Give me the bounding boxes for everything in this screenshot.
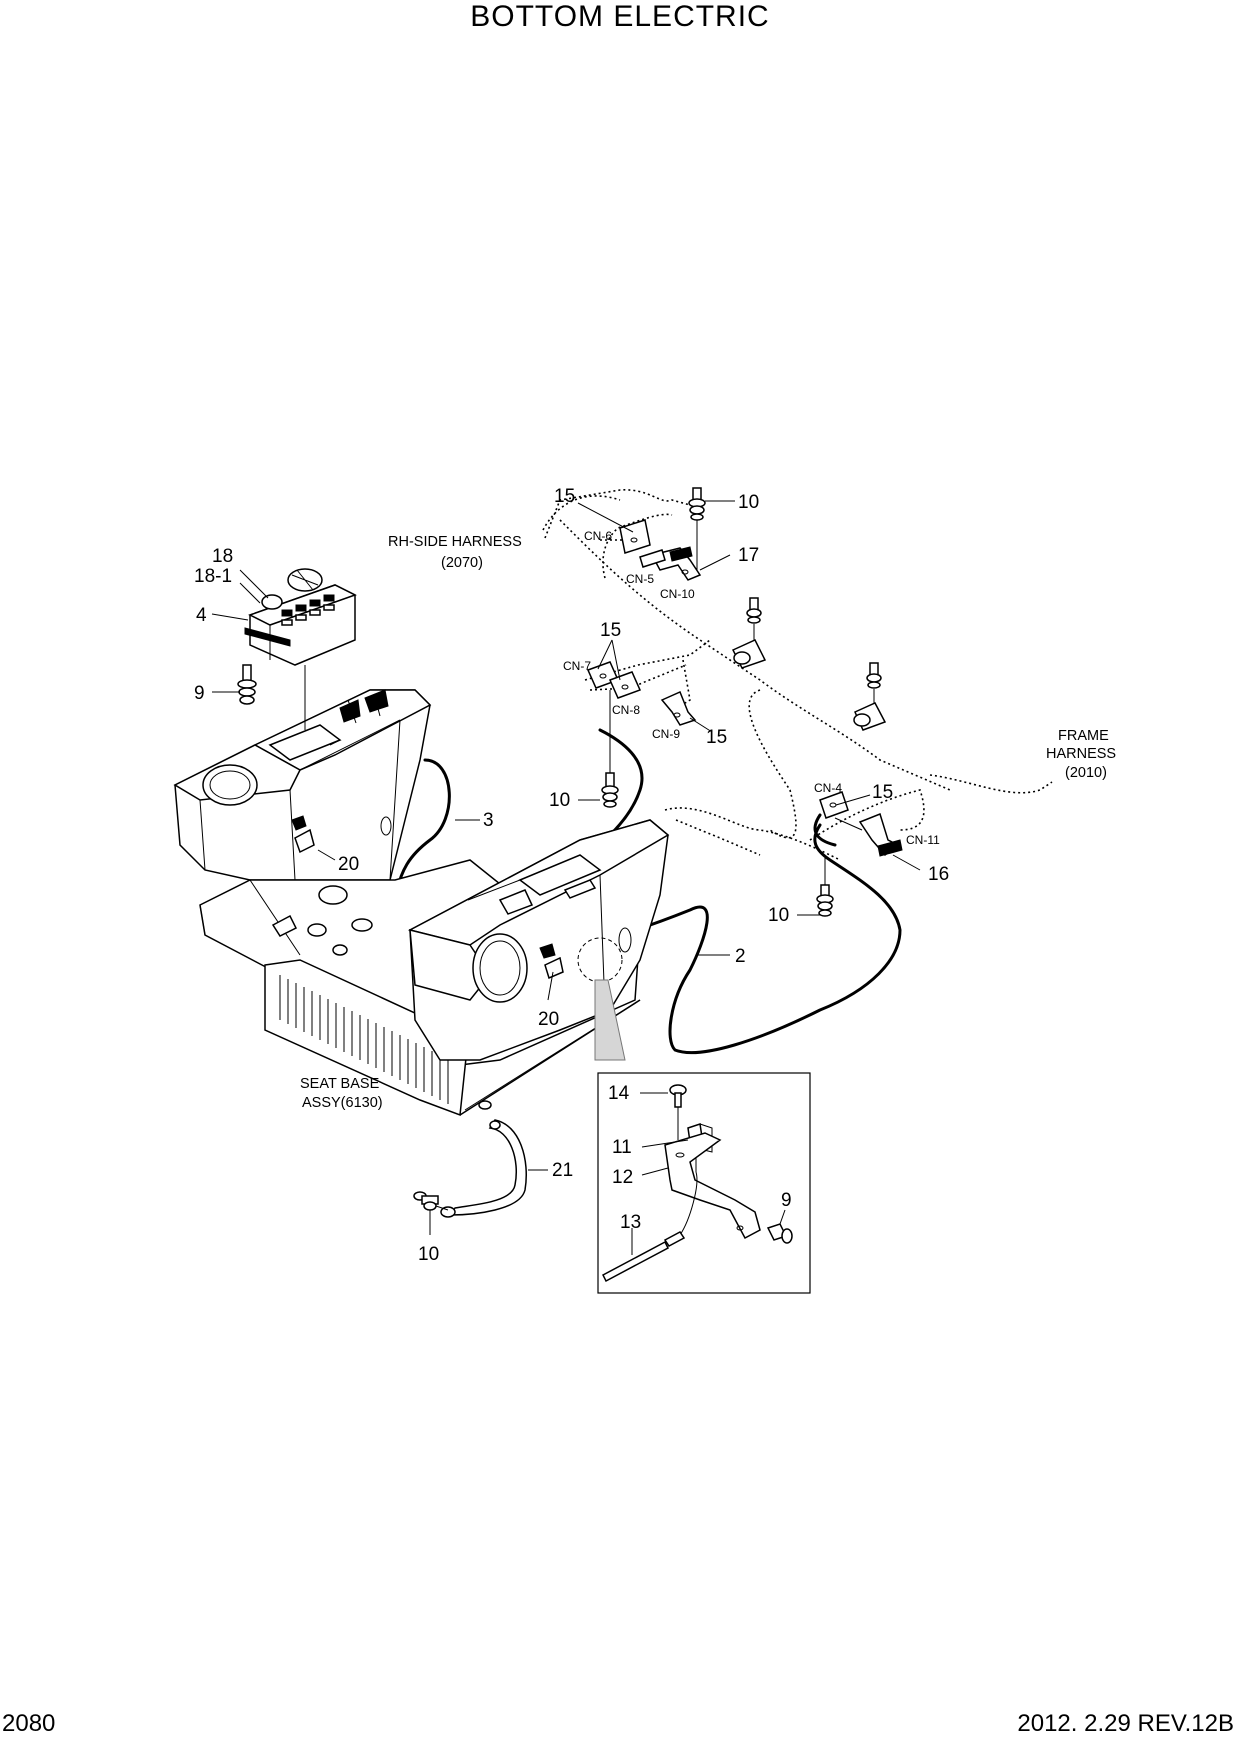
revision-date: 2012. 2.29 REV.12B bbox=[1017, 1710, 1234, 1737]
callout-20-mid: 20 bbox=[538, 1009, 559, 1030]
callout-13: 13 bbox=[620, 1212, 641, 1233]
callout-16: 16 bbox=[928, 864, 949, 885]
bolt-10-bottom bbox=[413, 1191, 449, 1211]
connector-cn8: CN-8 bbox=[612, 703, 640, 717]
clamp-mid-top bbox=[731, 597, 767, 669]
callout-9-inset: 9 bbox=[781, 1190, 792, 1211]
note-frame-harness-ref: (2010) bbox=[1065, 765, 1107, 781]
connector-group-mid bbox=[586, 661, 697, 775]
cable-cn4 bbox=[813, 813, 837, 847]
screw-14 bbox=[669, 1084, 687, 1140]
connector-cn9: CN-9 bbox=[652, 727, 680, 741]
switch-panel-buttons bbox=[281, 594, 335, 626]
bolt-10-right bbox=[816, 855, 834, 917]
connector-labels: CN-6 CN-5 CN-10 CN-7 CN-8 CN-9 CN-4 CN-1… bbox=[563, 529, 940, 847]
connector-cn7: CN-7 bbox=[563, 659, 591, 673]
bolt-9-inset bbox=[766, 1223, 793, 1244]
left-console bbox=[173, 689, 432, 881]
clamp-right bbox=[853, 662, 887, 731]
callout-4: 4 bbox=[196, 605, 207, 626]
callout-11: 11 bbox=[612, 1137, 632, 1158]
callout-15-mid: 15 bbox=[600, 620, 621, 641]
connector-group-top bbox=[619, 487, 706, 581]
callout-20-left: 20 bbox=[338, 854, 359, 875]
bracket-12 bbox=[664, 1132, 761, 1240]
page-number: 2080 bbox=[2, 1710, 56, 1737]
callout-10-top: 10 bbox=[738, 492, 759, 513]
connector-cn6: CN-6 bbox=[584, 529, 612, 543]
callout-2: 2 bbox=[735, 946, 746, 967]
callout-18: 18 bbox=[212, 546, 233, 567]
harness-notes: RH-SIDE HARNESS (2070) FRAME HARNESS (20… bbox=[300, 534, 1116, 1111]
note-rh-side-harness-ref: (2070) bbox=[441, 555, 483, 571]
note-seat-base: SEAT BASE bbox=[300, 1076, 380, 1092]
callout-10-bottom: 10 bbox=[418, 1244, 439, 1265]
callout-18-1: 18-1 bbox=[194, 566, 232, 587]
note-frame-harness: HARNESS bbox=[1046, 746, 1116, 762]
callout-14: 14 bbox=[608, 1083, 630, 1104]
bolt-10-top bbox=[688, 487, 706, 570]
inset-pointer bbox=[577, 937, 626, 1061]
cable-2 bbox=[551, 823, 902, 1055]
switch-panel bbox=[237, 568, 357, 730]
bolt-9-left bbox=[237, 664, 257, 705]
callout-10-mid: 10 bbox=[549, 790, 570, 811]
clip-20-left bbox=[291, 815, 315, 854]
callout-21: 21 bbox=[552, 1160, 573, 1181]
callout-9-left: 9 bbox=[194, 683, 205, 704]
callout-17: 17 bbox=[738, 545, 759, 566]
connector-cn11: CN-11 bbox=[906, 833, 940, 847]
callout-15-top: 15 bbox=[554, 486, 575, 507]
callout-15-cn9: 15 bbox=[706, 727, 727, 748]
grille-slots bbox=[279, 975, 449, 1104]
connector-cn4: CN-4 bbox=[814, 781, 842, 795]
inset-detail bbox=[597, 1072, 811, 1294]
callout-15-right: 15 bbox=[872, 782, 893, 803]
callout-labels: 15 10 17 18 18-1 4 9 15 15 10 3 20 15 16… bbox=[194, 486, 949, 1265]
note-rh-side-harness: RH-SIDE HARNESS bbox=[388, 534, 522, 550]
ground-strap bbox=[413, 1119, 527, 1218]
note-seat-base-ref: ASSY(6130) bbox=[302, 1095, 383, 1111]
leader-lines bbox=[211, 500, 921, 1255]
clip-20-mid bbox=[539, 943, 564, 980]
connector-cn5: CN-5 bbox=[626, 572, 654, 586]
note-frame: FRAME bbox=[1058, 728, 1109, 744]
page-title: BOTTOM ELECTRIC bbox=[470, 0, 770, 33]
callout-12: 12 bbox=[612, 1167, 633, 1188]
connector-cn10: CN-10 bbox=[660, 587, 695, 601]
bolt-10-mid bbox=[601, 772, 619, 808]
callout-10-right: 10 bbox=[768, 905, 789, 926]
start-key-switch bbox=[261, 594, 283, 610]
callout-3: 3 bbox=[483, 810, 494, 831]
connector-group-right bbox=[816, 791, 903, 917]
